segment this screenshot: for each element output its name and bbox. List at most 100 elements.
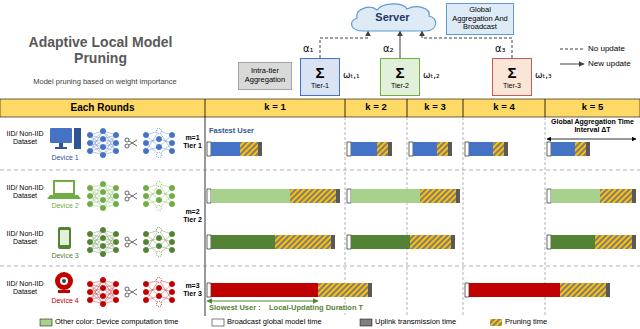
scissors-blade xyxy=(129,289,137,294)
legend-swatch xyxy=(40,319,52,326)
broadcast-block xyxy=(207,283,211,297)
net-neuron xyxy=(113,289,118,294)
webcam-icon xyxy=(55,272,73,293)
net-neuron xyxy=(156,136,161,141)
computation-bar xyxy=(551,235,595,249)
uplink-block xyxy=(632,235,636,249)
legend-text: Other color: Device computation time xyxy=(55,318,178,327)
scissors-blade xyxy=(129,193,137,198)
net-neuron xyxy=(100,251,105,256)
uplink-block xyxy=(258,142,262,156)
net-neuron xyxy=(156,235,161,240)
net-neuron xyxy=(169,281,174,286)
laptop-icon xyxy=(47,181,81,199)
net-neuron xyxy=(113,193,118,198)
net-neuron xyxy=(156,301,161,306)
net-neuron xyxy=(156,227,161,232)
net-neuron xyxy=(143,297,148,302)
header-divider xyxy=(407,99,408,117)
scissors-handle xyxy=(125,287,129,291)
node-text: Global Aggregation And Broadcast xyxy=(450,6,510,32)
net-neuron xyxy=(100,181,105,186)
net-neuron xyxy=(156,293,161,298)
net-neuron xyxy=(113,239,118,244)
net-neuron xyxy=(156,197,161,202)
pruning-block xyxy=(420,189,456,203)
net-neuron xyxy=(113,247,118,252)
text-label: k = 2 xyxy=(345,102,407,113)
scissors-blade xyxy=(129,290,137,295)
net-neuron xyxy=(156,128,161,133)
net-neuron xyxy=(156,181,161,186)
header-divider xyxy=(463,99,464,117)
pruning-block xyxy=(377,142,388,156)
net-neuron xyxy=(113,185,118,190)
scissors-blade xyxy=(129,240,137,245)
net-neuron xyxy=(100,197,105,202)
text-label: k = 1 xyxy=(205,102,345,113)
net-neuron xyxy=(143,239,148,244)
net-neuron xyxy=(156,285,161,290)
text-label: Adaptive Local Model Pruning xyxy=(18,34,183,66)
node-text: Σ xyxy=(315,64,324,81)
legend-dashed-line xyxy=(560,49,584,50)
net-neuron xyxy=(143,148,148,153)
scissors-handle xyxy=(125,138,129,142)
net-neuron xyxy=(87,297,92,302)
text-label: Device 2 xyxy=(46,202,84,210)
scissors-handle xyxy=(125,191,129,195)
computation-bar xyxy=(351,142,377,156)
intra-tier-box: Intra-tier Aggregation xyxy=(238,62,292,90)
text-label: k = 4 xyxy=(463,102,545,113)
aggregation-connector xyxy=(422,31,512,58)
scissors-blade xyxy=(129,141,137,146)
tier-divider xyxy=(0,170,640,171)
node-text: Σ xyxy=(395,64,404,81)
net-neuron xyxy=(100,243,105,248)
pruning-block xyxy=(410,235,451,249)
pruning-block xyxy=(575,142,586,156)
node-subtext: Tier-2 xyxy=(391,82,409,90)
net-neuron xyxy=(156,205,161,210)
net-neuron xyxy=(100,301,105,306)
net-neuron xyxy=(100,152,105,157)
text-label: k = 5 xyxy=(545,102,640,113)
net-neuron xyxy=(100,235,105,240)
computation-bar xyxy=(413,142,437,156)
scissors-handle xyxy=(125,197,129,201)
net-neuron xyxy=(143,247,148,252)
net-neuron xyxy=(156,189,161,194)
round-divider xyxy=(407,117,408,316)
uplink-block xyxy=(606,283,610,297)
round-divider xyxy=(463,117,464,316)
broadcast-block xyxy=(347,189,351,203)
aggregation-connector xyxy=(320,31,368,58)
net-neuron xyxy=(87,140,92,145)
broadcast-block xyxy=(207,189,211,203)
net-neuron xyxy=(169,193,174,198)
computation-bar xyxy=(551,142,575,156)
text-label: Device 4 xyxy=(46,297,84,305)
legend-text: New update xyxy=(588,59,631,68)
tier-sum-box: ΣTier-1 xyxy=(300,58,340,96)
legend-swatch xyxy=(212,319,224,326)
pc-tower xyxy=(74,128,81,149)
net-neuron xyxy=(143,185,148,190)
text-label: ωₜ,₂ xyxy=(423,70,440,80)
broadcast-block xyxy=(465,142,469,156)
header-band xyxy=(0,99,640,117)
net-neuron xyxy=(169,185,174,190)
monitor xyxy=(50,128,72,143)
scissors-handle xyxy=(125,144,129,148)
monitor-base xyxy=(55,147,67,149)
scissors-blade xyxy=(129,194,137,199)
net-neuron xyxy=(87,289,92,294)
legend-hatch xyxy=(490,319,502,326)
text-label: Local-Updating Duration T xyxy=(268,304,364,313)
text-label: m=1 Tier 1 xyxy=(180,134,205,150)
legend-text: Pruning time xyxy=(505,318,547,327)
net-neuron xyxy=(169,231,174,236)
net-neuron xyxy=(87,239,92,244)
text-label: α₃ xyxy=(495,43,506,55)
text-label: IID/ Non-IID Dataset xyxy=(2,230,48,246)
